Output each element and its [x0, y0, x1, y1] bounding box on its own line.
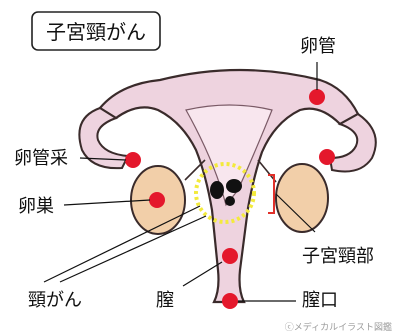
vaginal-opening-marker: [222, 293, 238, 309]
credit-text: ⓒメディカルイラスト図鑑: [285, 321, 392, 333]
oviduct-marker: [309, 89, 325, 105]
cancer-lesion: [210, 181, 224, 199]
vagina-marker: [222, 248, 238, 264]
fimbria-marker-right: [319, 149, 335, 165]
ovary-marker: [149, 192, 165, 208]
right-oviduct: [330, 114, 376, 172]
label-fimbria: 卵管采: [14, 148, 68, 169]
label-vaginal-opening: 膣口: [302, 290, 338, 311]
right-ovary: [276, 164, 328, 232]
cancer-lesion: [225, 196, 235, 206]
fimbria-marker-left: [125, 152, 141, 168]
label-oviduct: 卵管: [300, 36, 336, 57]
cancer-lesion: [226, 179, 242, 193]
diagram-title: 子宮頸がん: [46, 20, 146, 44]
cervix-bracket: [268, 175, 274, 213]
label-ovary: 卵巣: [18, 196, 54, 217]
vagina-leader: [183, 262, 222, 286]
label-cervical-cancer: 頸がん: [28, 290, 82, 311]
label-cervix: 子宮頸部: [302, 246, 374, 267]
cancer-leader: [44, 206, 200, 282]
cancer-leader: [60, 216, 206, 282]
label-vagina: 膣: [156, 290, 174, 311]
